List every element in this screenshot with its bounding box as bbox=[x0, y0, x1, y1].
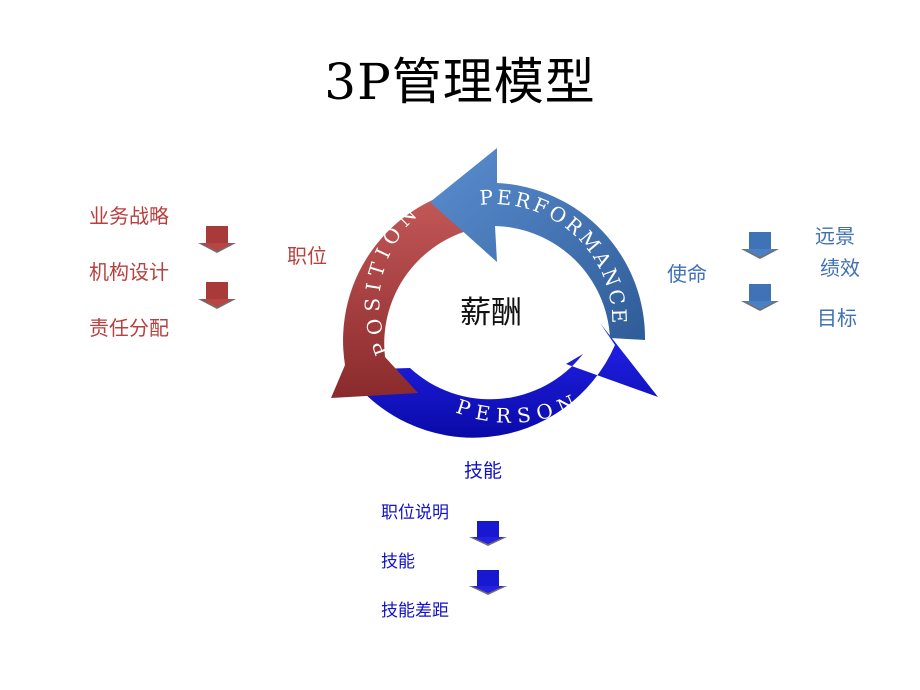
down-arrow-icon bbox=[469, 570, 507, 595]
performance-arrow bbox=[430, 148, 646, 340]
bottom-step-3: 技能差距 bbox=[381, 601, 449, 621]
right-step-2: 绩效 bbox=[820, 256, 860, 280]
left-step-1: 业务战略 bbox=[89, 204, 169, 228]
left-step-2: 机构设计 bbox=[89, 260, 169, 284]
bottom-label: 技能 bbox=[464, 460, 503, 482]
down-arrow-icon bbox=[469, 521, 507, 546]
page-title: 3P管理模型 bbox=[324, 53, 596, 111]
down-arrow-icon bbox=[198, 282, 236, 309]
person-label: PERSON bbox=[453, 387, 585, 428]
bottom-step-2: 技能 bbox=[381, 552, 415, 572]
person-arrow bbox=[345, 323, 658, 438]
right-step-1: 远景 bbox=[815, 224, 855, 248]
down-arrow-icon bbox=[198, 226, 236, 253]
position-arrow bbox=[331, 186, 485, 398]
center-label: 薪酬 bbox=[460, 295, 522, 331]
left-step-3: 责任分配 bbox=[89, 316, 169, 340]
bottom-step-1: 职位说明 bbox=[381, 503, 449, 523]
right-label: 使命 bbox=[667, 262, 707, 286]
down-arrow-icon bbox=[741, 232, 779, 259]
left-label: 职位 bbox=[287, 244, 327, 268]
down-arrow-icon bbox=[741, 284, 779, 311]
right-step-3: 目标 bbox=[817, 306, 857, 330]
